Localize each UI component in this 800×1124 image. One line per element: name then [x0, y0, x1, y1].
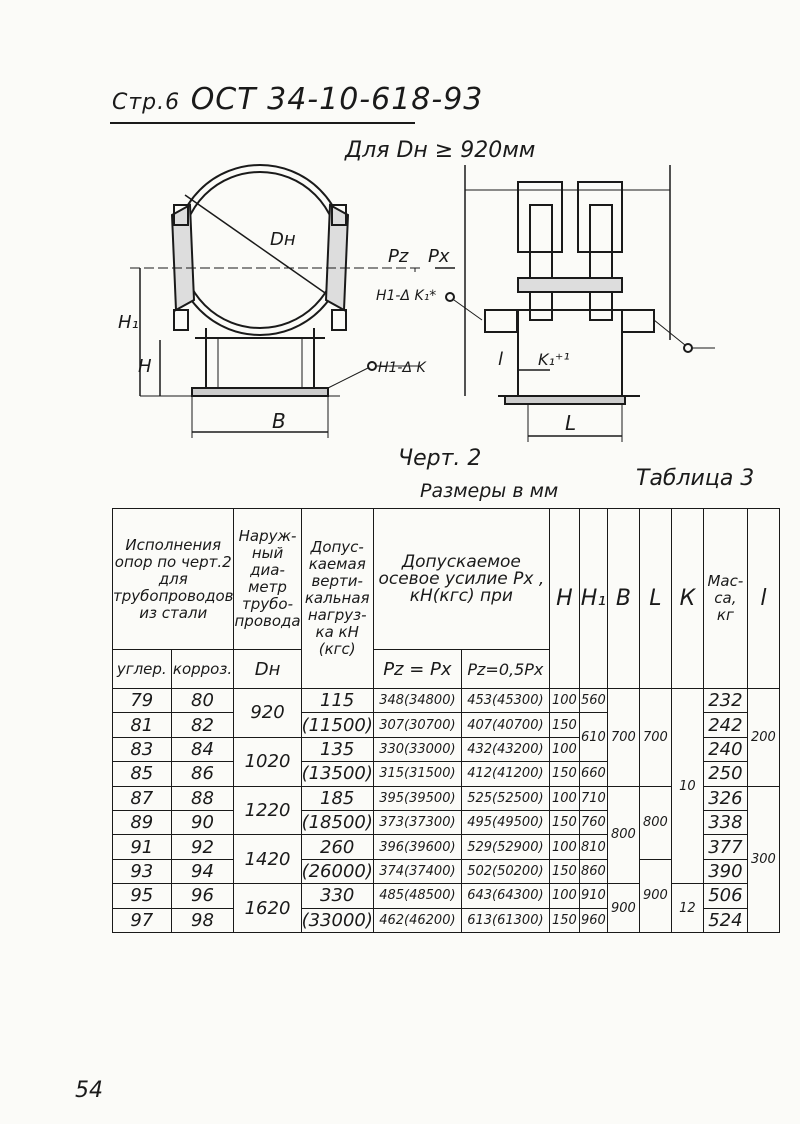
units-caption: Размеры в мм — [420, 480, 559, 502]
header-underline — [110, 122, 415, 124]
table-row: 93 94 (26000) 374(37400) 502(50200) 150 … — [112, 858, 780, 933]
side-view — [414, 165, 715, 442]
right-clamp-plate — [324, 203, 350, 312]
header-l-big: L — [638, 508, 672, 689]
support-drawing: Dн H₁ H B H1-Δ K Pz Px H1-Δ K₁* l K₁⁺¹ L — [118, 164, 715, 442]
table-caption: Таблица 3 — [636, 466, 755, 491]
dn-label: Dн — [270, 229, 296, 250]
page-prefix: Стр.6 — [112, 90, 181, 115]
header-axial-eq: Pz = Px — [372, 649, 462, 689]
header-dn-symbol: Dн — [233, 649, 302, 689]
px-label: Px — [428, 246, 450, 267]
header-h: H — [548, 508, 580, 689]
left-bolt-bottom — [173, 309, 189, 331]
table-row: 95 96 1620 330 485(48500) 643(64300) 100… — [112, 883, 780, 933]
header-b: B — [606, 508, 640, 689]
header-h1: H₁ — [578, 508, 608, 689]
header-axial-force: Допускаемое осевое усилие Pх , кН(кгс) п… — [372, 508, 550, 650]
right-u-bolt — [589, 204, 613, 321]
right-hanger-block — [577, 181, 623, 253]
standard-code: ОСТ 34-10-618-93 — [190, 82, 484, 117]
h-label: H — [138, 356, 152, 377]
table-row: 89 90 (18500) 373(37300) 495(49500) 150 … — [112, 809, 780, 836]
table-row: 81 82 (11500) 307(30700) 407(40700) 150 … — [112, 712, 780, 763]
header-vertical-load: Допус-каемая верти-кальная нагруз-ка кН … — [300, 508, 374, 689]
header-carbon: углер. — [112, 649, 172, 689]
document-header: Стр.6 ОСТ 34-10-618-93 — [112, 82, 483, 117]
crossbar — [517, 277, 623, 293]
right-pad — [621, 309, 655, 333]
big-l-label: L — [565, 411, 576, 435]
right-bolt-bottom — [331, 309, 347, 331]
h1-label: H₁ — [118, 312, 139, 333]
header-k: К — [670, 508, 704, 689]
header-corrosion: корроз. — [170, 649, 235, 689]
left-bolt-top — [173, 204, 189, 226]
header-mass: Мас-са, кг — [702, 508, 748, 689]
left-u-bolt — [529, 204, 553, 321]
left-hanger-block — [517, 181, 563, 253]
base-plate — [191, 387, 329, 397]
table-row: 97 98 (33000) 462(46200) 613(61300) 150 … — [112, 907, 780, 933]
front-view — [130, 164, 420, 438]
page-number: 54 — [75, 1078, 103, 1103]
diameter-condition: Для Dн ≥ 920мм — [345, 138, 536, 163]
k1-label: K₁⁺¹ — [538, 350, 570, 369]
b-label: B — [272, 409, 286, 433]
pipe-inner-circle — [181, 171, 339, 329]
header-axial-half: Pz=0,5Px — [460, 649, 550, 689]
dn-dimension-line — [184, 194, 339, 303]
tol-k-label: H1-Δ K — [378, 360, 428, 376]
header-l-small: l — [746, 508, 780, 689]
table-row: 91 92 1420 260 396(39600) 529(52900) 100… — [112, 834, 780, 885]
tol-k1-label: H1-Δ K₁* — [376, 288, 436, 304]
l-small-label: l — [498, 349, 503, 370]
dimensions-table: Исполнения опор по черт.2 для трубопрово… — [111, 508, 780, 933]
pz-label: Pz — [388, 246, 409, 267]
table-row: 85 86 (13500) 315(31500) 412(41200) 150 … — [112, 761, 780, 787]
table-row: 87 88 1220 185 395(39500) 525(52500) 100… — [112, 785, 780, 933]
figure-caption: Черт. 2 — [398, 446, 482, 471]
header-outer-diameter: Наруж-ный диа-метр трубо-провода — [233, 508, 302, 650]
header-variants: Исполнения опор по черт.2 для трубопрово… — [111, 508, 235, 650]
left-clamp-plate — [170, 203, 196, 312]
side-base — [504, 395, 626, 405]
table-row: 79 80 920 115 348(34800) 453(45300) 100 … — [112, 687, 780, 885]
pipe-outer-circle — [174, 164, 346, 336]
side-body — [517, 309, 623, 397]
right-bolt-top — [331, 204, 347, 226]
left-pad — [484, 309, 518, 333]
